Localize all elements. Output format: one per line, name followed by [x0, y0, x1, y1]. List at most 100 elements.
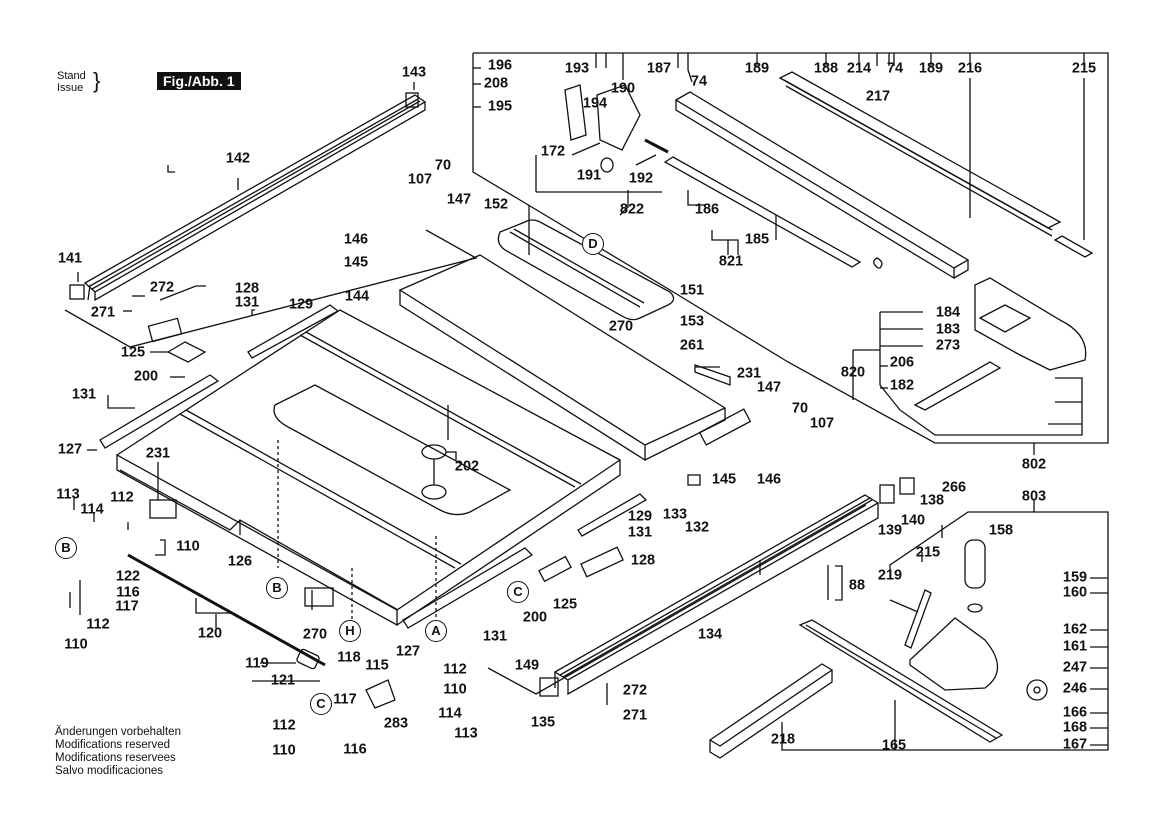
rear-rail-142 — [64, 94, 478, 348]
part-label: 122 — [115, 568, 141, 585]
fence-group-brackets — [472, 52, 1109, 455]
callout-h: H — [339, 620, 361, 642]
part-label: 70 — [791, 400, 809, 417]
part-label: 110 — [64, 636, 88, 653]
callout-d: D — [582, 233, 604, 255]
callout-b: B — [266, 577, 288, 599]
part-label: 190 — [610, 80, 636, 97]
miter-gauge — [798, 539, 1048, 743]
part-label: 134 — [697, 626, 723, 643]
part-label: 270 — [302, 626, 328, 643]
part-label: 215 — [1071, 60, 1097, 77]
part-label: 247 — [1062, 659, 1088, 676]
part-label: 129 — [627, 508, 653, 525]
part-label: 187 — [646, 60, 672, 77]
modifications-notice: Änderungen vorbehalten Modifications res… — [55, 726, 181, 778]
rip-fence-body — [663, 71, 1094, 411]
part-label: 271 — [622, 707, 648, 724]
part-label: 231 — [736, 365, 762, 382]
part-label: 114 — [438, 705, 462, 722]
misc-right-parts — [538, 364, 915, 705]
part-label: 183 — [935, 321, 961, 338]
part-label: 112 — [443, 661, 467, 678]
part-label: 266 — [941, 479, 967, 496]
part-label: 820 — [840, 364, 866, 381]
part-label: 131 — [627, 524, 653, 541]
part-label: 117 — [115, 598, 139, 615]
part-label: 132 — [684, 519, 710, 536]
brace-icon: } — [93, 68, 101, 93]
part-label: 135 — [530, 714, 556, 731]
part-label: 283 — [383, 715, 409, 732]
part-label: 162 — [1062, 621, 1088, 638]
part-label: 216 — [957, 60, 983, 77]
part-label: 195 — [487, 98, 513, 115]
accessory-rail-218 — [708, 663, 834, 759]
part-label: 88 — [848, 577, 866, 594]
part-label: 172 — [540, 143, 566, 160]
stand-text: Stand — [57, 70, 86, 82]
part-label: 159 — [1062, 569, 1088, 586]
part-label: 146 — [343, 231, 369, 248]
part-label: 189 — [744, 60, 770, 77]
part-label: 149 — [514, 657, 540, 674]
notice-es: Salvo modificaciones — [55, 765, 164, 777]
part-label: 128 — [630, 552, 656, 569]
part-label: 200 — [522, 609, 548, 626]
part-label: 188 — [813, 60, 839, 77]
part-label: 120 — [197, 625, 223, 642]
part-label: 146 — [756, 471, 782, 488]
part-label: 151 — [679, 282, 705, 299]
part-label: 168 — [1062, 719, 1088, 736]
callout-c: C — [507, 581, 529, 603]
issue-text: Issue — [57, 82, 84, 94]
part-label: 113 — [56, 486, 80, 503]
extension-wing-144 — [398, 254, 727, 462]
part-label: 191 — [576, 167, 602, 184]
part-label: 215 — [915, 544, 941, 561]
part-label: 182 — [889, 377, 915, 394]
part-label: 161 — [1062, 638, 1088, 655]
part-label: 246 — [1062, 680, 1088, 697]
side-rails-127 — [99, 304, 648, 629]
part-label: 160 — [1062, 584, 1088, 601]
leader-lines — [69, 82, 449, 709]
front-rail-134 — [487, 494, 880, 696]
part-label: 116 — [116, 584, 140, 601]
part-label: 129 — [288, 296, 314, 313]
part-label: 119 — [245, 655, 269, 672]
part-label: 158 — [988, 522, 1014, 539]
part-label: 270 — [608, 318, 634, 335]
notice-en: Modifications reserved — [55, 739, 171, 751]
part-label: 194 — [582, 95, 608, 112]
part-label: 127 — [395, 643, 421, 660]
part-label: 131 — [482, 628, 508, 645]
part-label: 117 — [333, 691, 357, 708]
notice-de: Änderungen vorbehalten — [55, 726, 181, 738]
part-label: 125 — [552, 596, 578, 613]
part-label: 193 — [564, 60, 590, 77]
part-label: 185 — [744, 231, 770, 248]
part-label: 218 — [770, 731, 796, 748]
part-label: 231 — [145, 445, 171, 462]
notice-fr: Modifications reservees — [55, 752, 176, 764]
part-label: 114 — [80, 501, 104, 518]
part-label: 112 — [86, 616, 110, 633]
part-label: 125 — [120, 344, 146, 361]
part-label: 142 — [225, 150, 251, 167]
part-label: 128 — [234, 280, 260, 297]
part-label: 802 — [1021, 456, 1047, 473]
part-label: 145 — [343, 254, 369, 271]
callout-b: B — [55, 537, 77, 559]
throat-plate-151 — [497, 205, 675, 321]
part-label: 107 — [407, 171, 433, 188]
part-label: 74 — [886, 60, 904, 77]
part-label: 192 — [628, 170, 654, 187]
part-label: 116 — [343, 741, 367, 758]
part-label: 147 — [446, 191, 472, 208]
part-label: 189 — [918, 60, 944, 77]
part-label: 131 — [234, 294, 260, 311]
part-label: 115 — [365, 657, 389, 674]
